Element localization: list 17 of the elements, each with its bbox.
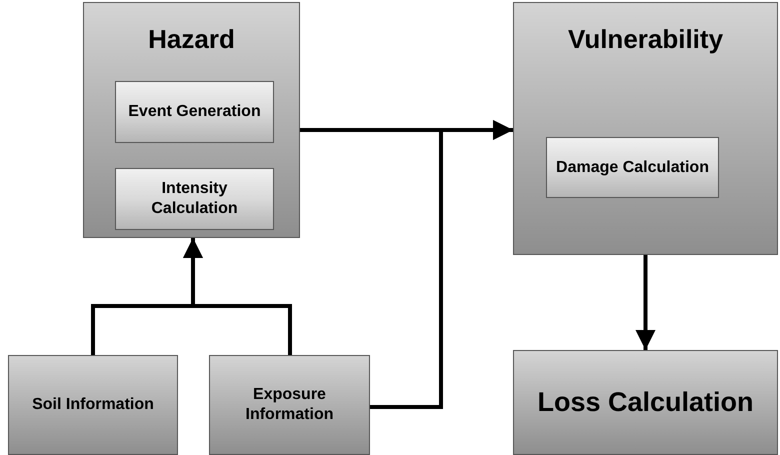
process-box bbox=[115, 81, 274, 143]
arrow bbox=[636, 255, 656, 350]
process-box bbox=[546, 137, 719, 198]
box-label: Event Generation bbox=[127, 102, 262, 122]
box-label: Soil Information bbox=[31, 395, 155, 415]
box-label: Exposure Information bbox=[244, 385, 334, 425]
box-label: Loss Calculation bbox=[536, 386, 755, 419]
module-box bbox=[513, 350, 778, 455]
box-label: Damage Calculation bbox=[555, 158, 710, 178]
module-box bbox=[83, 2, 300, 238]
module-box bbox=[8, 355, 178, 455]
module-box bbox=[209, 355, 370, 455]
box-label: Vulnerability bbox=[566, 23, 724, 56]
process-box bbox=[115, 168, 274, 230]
module-box bbox=[513, 2, 778, 255]
box-label: Intensity Calculation bbox=[150, 179, 239, 219]
box-label: Hazard bbox=[147, 23, 236, 56]
